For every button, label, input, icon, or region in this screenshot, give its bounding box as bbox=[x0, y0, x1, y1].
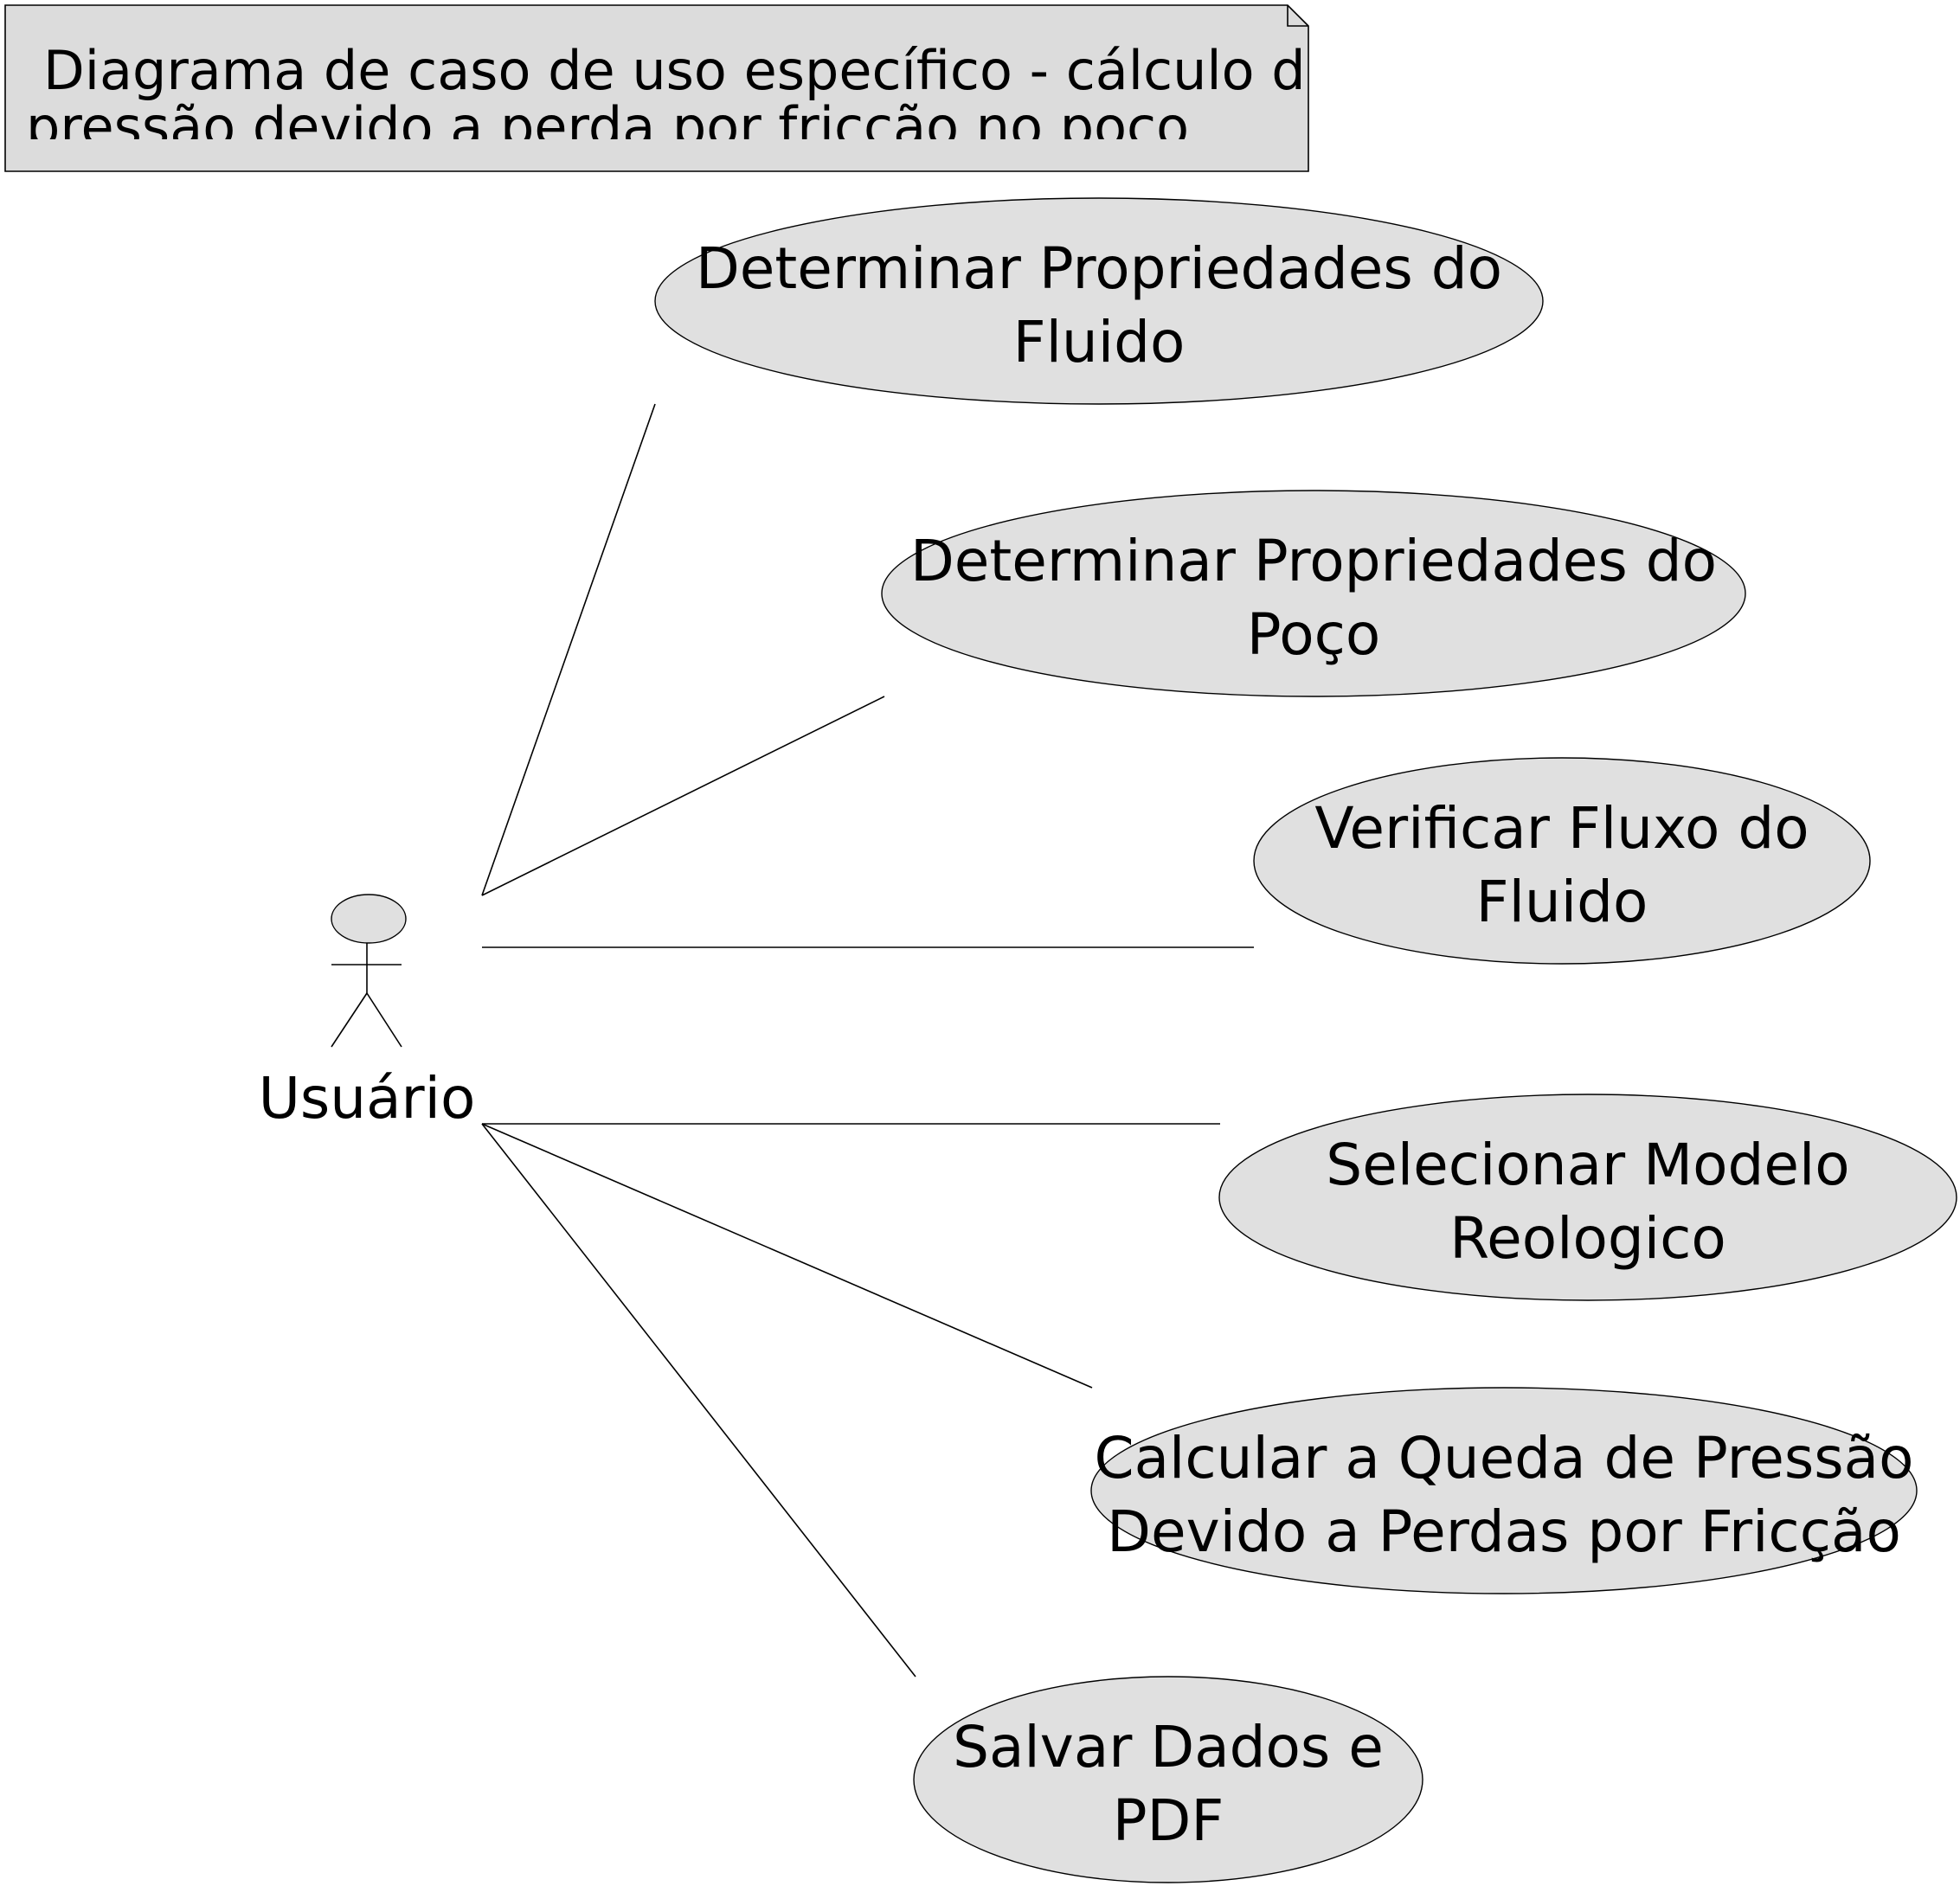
note-title-line-2: pressão devido a perda por fricção no po… bbox=[26, 95, 1189, 158]
association-well-properties bbox=[481, 696, 885, 896]
use-case-label-line-1: Calcular a Queda de Pressão bbox=[1094, 1425, 1913, 1491]
note-shape bbox=[4, 4, 1309, 172]
note-title-line-1: Diagrama de caso de uso específico - cál… bbox=[43, 39, 1445, 102]
use-case-determinar-propriedades-poco: Determinar Propriedades do Poço bbox=[881, 490, 1746, 697]
actor-label: Usuário bbox=[259, 1065, 476, 1132]
actor-head bbox=[331, 894, 407, 944]
actor-usuario: Usuário bbox=[259, 894, 476, 1132]
association-pressure-drop bbox=[481, 1123, 1093, 1389]
use-case-label-line-2: Fluido bbox=[1476, 869, 1648, 935]
use-case-label-line-1: Salvar Dados e bbox=[953, 1714, 1384, 1780]
use-case-shape bbox=[1090, 1387, 1918, 1594]
use-case-label-line-1: Verificar Fluxo do bbox=[1314, 795, 1809, 862]
use-case-label-line-2: Poço bbox=[1247, 601, 1381, 668]
use-case-shape bbox=[654, 197, 1544, 405]
use-case-shape bbox=[1253, 757, 1871, 965]
association-fluid-properties bbox=[481, 403, 656, 896]
use-case-label-line-2: PDF bbox=[1113, 1787, 1224, 1854]
association-save-data bbox=[481, 1123, 916, 1678]
associations bbox=[481, 403, 1254, 1678]
use-case-label-line-2: Devido a Perdas por Fricção bbox=[1107, 1498, 1901, 1565]
diagram-title-note: Diagrama de caso de uso específico - cál… bbox=[4, 4, 1445, 172]
use-case-determinar-propriedades-fluido: Determinar Propriedades do Fluido bbox=[654, 197, 1544, 405]
actor-right-leg bbox=[366, 992, 402, 1048]
use-case-label-line-1: Determinar Propriedades do bbox=[910, 528, 1717, 594]
use-case-salvar-dados-pdf: Salvar Dados e PDF bbox=[913, 1676, 1423, 1883]
use-case-shape bbox=[881, 490, 1746, 697]
use-case-shape bbox=[913, 1676, 1423, 1883]
use-case-verificar-fluxo: Verificar Fluxo do Fluido bbox=[1253, 757, 1871, 965]
use-case-label-line-1: Determinar Propriedades do bbox=[696, 235, 1502, 302]
use-case-label-line-2: Fluido bbox=[1013, 309, 1186, 375]
actor-left-leg bbox=[331, 992, 368, 1048]
note-fold bbox=[1287, 5, 1308, 27]
use-case-selecionar-modelo-reologico: Selecionar Modelo Reologico bbox=[1218, 1094, 1957, 1301]
use-case-label-line-1: Selecionar Modelo bbox=[1326, 1132, 1849, 1198]
use-case-label-line-2: Reologico bbox=[1449, 1205, 1726, 1272]
use-case-shape bbox=[1218, 1094, 1957, 1301]
use-case-calcular-queda-pressao: Calcular a Queda de Pressão Devido a Per… bbox=[1090, 1387, 1918, 1594]
